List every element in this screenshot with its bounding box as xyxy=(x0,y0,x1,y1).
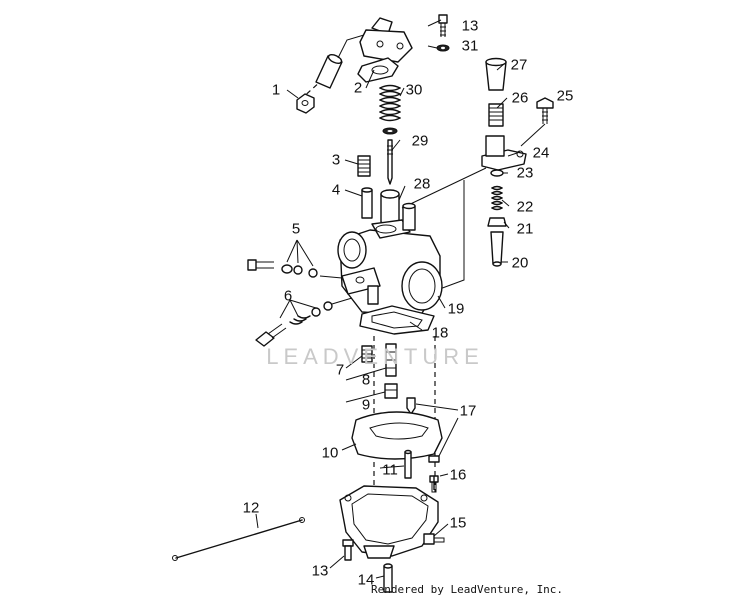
part-23-oring xyxy=(490,169,504,177)
credit-text: Rendered by LeadVenture, Inc. xyxy=(371,583,564,596)
callout-22: 22 xyxy=(516,198,534,216)
part-4-tube xyxy=(361,187,373,219)
callout-13-bottom: 13 xyxy=(311,562,329,580)
part-8-needle-jet xyxy=(385,343,397,377)
part-22-spring xyxy=(491,185,503,211)
part-7-jet xyxy=(361,345,373,363)
callout-6: 6 xyxy=(283,287,293,305)
part-2-top-cap xyxy=(357,17,413,83)
part-9-main-jet xyxy=(384,383,398,399)
callout-15: 15 xyxy=(449,514,467,532)
callout-21: 21 xyxy=(516,220,534,238)
callout-18: 18 xyxy=(431,324,449,342)
part-10-float xyxy=(351,411,443,460)
part-28-throttle-slide xyxy=(380,189,400,226)
callout-11: 11 xyxy=(382,461,398,479)
part-29-needle xyxy=(382,127,398,185)
part-30-spring xyxy=(379,84,401,122)
callout-27: 27 xyxy=(510,56,528,74)
callout-25: 25 xyxy=(556,87,574,105)
part-1-cable-nut xyxy=(296,79,323,114)
part-6-air-screw xyxy=(255,297,353,347)
part-17-float-needle xyxy=(406,397,459,459)
part-11-float-pin xyxy=(404,449,412,479)
part-12-wire xyxy=(172,517,305,561)
part-5-idle-screw xyxy=(247,239,343,279)
part-16-screw xyxy=(428,455,440,493)
callout-1: 1 xyxy=(271,81,281,99)
callout-17: 17 xyxy=(459,402,477,420)
watermark-text: LEADVENTURE xyxy=(266,344,484,369)
part-24-cap-plate xyxy=(481,135,527,171)
callout-19: 19 xyxy=(447,300,465,318)
part-26-choke-spring xyxy=(488,103,504,127)
callout-28: 28 xyxy=(413,175,431,193)
leader-lines xyxy=(255,19,521,579)
part-27-choke-boot xyxy=(485,57,507,91)
callout-9: 9 xyxy=(361,396,371,414)
callout-23: 23 xyxy=(516,164,534,182)
part-18-gasket xyxy=(359,305,435,335)
callout-31: 31 xyxy=(461,37,479,55)
callout-7: 7 xyxy=(335,361,345,379)
part-14-drain-tube xyxy=(383,563,393,593)
callout-2: 2 xyxy=(353,79,363,97)
part-20-plunger xyxy=(490,231,504,267)
callout-14: 14 xyxy=(357,571,375,589)
callout-29: 29 xyxy=(411,132,429,150)
callout-5: 5 xyxy=(291,220,301,238)
part-13-31-screw-washer xyxy=(436,14,450,52)
part-13-bottom-screw xyxy=(342,539,354,561)
part-25-bolt xyxy=(520,97,554,147)
callout-4: 4 xyxy=(331,181,341,199)
cable-tube xyxy=(315,31,375,89)
part-19-carb-body xyxy=(337,202,443,317)
callout-20: 20 xyxy=(511,254,529,272)
float-bowl xyxy=(339,485,439,559)
part-3-pilot-jet xyxy=(357,155,371,177)
callout-12: 12 xyxy=(242,499,260,517)
callout-24: 24 xyxy=(532,144,550,162)
callout-10: 10 xyxy=(321,444,339,462)
callout-26: 26 xyxy=(511,89,529,107)
part-21-seal xyxy=(487,217,507,227)
part-15-screw xyxy=(423,533,445,545)
callout-13-top: 13 xyxy=(461,17,479,35)
callout-30: 30 xyxy=(405,81,423,99)
callout-16: 16 xyxy=(449,466,467,484)
callout-3: 3 xyxy=(331,151,341,169)
callout-8: 8 xyxy=(361,371,371,389)
